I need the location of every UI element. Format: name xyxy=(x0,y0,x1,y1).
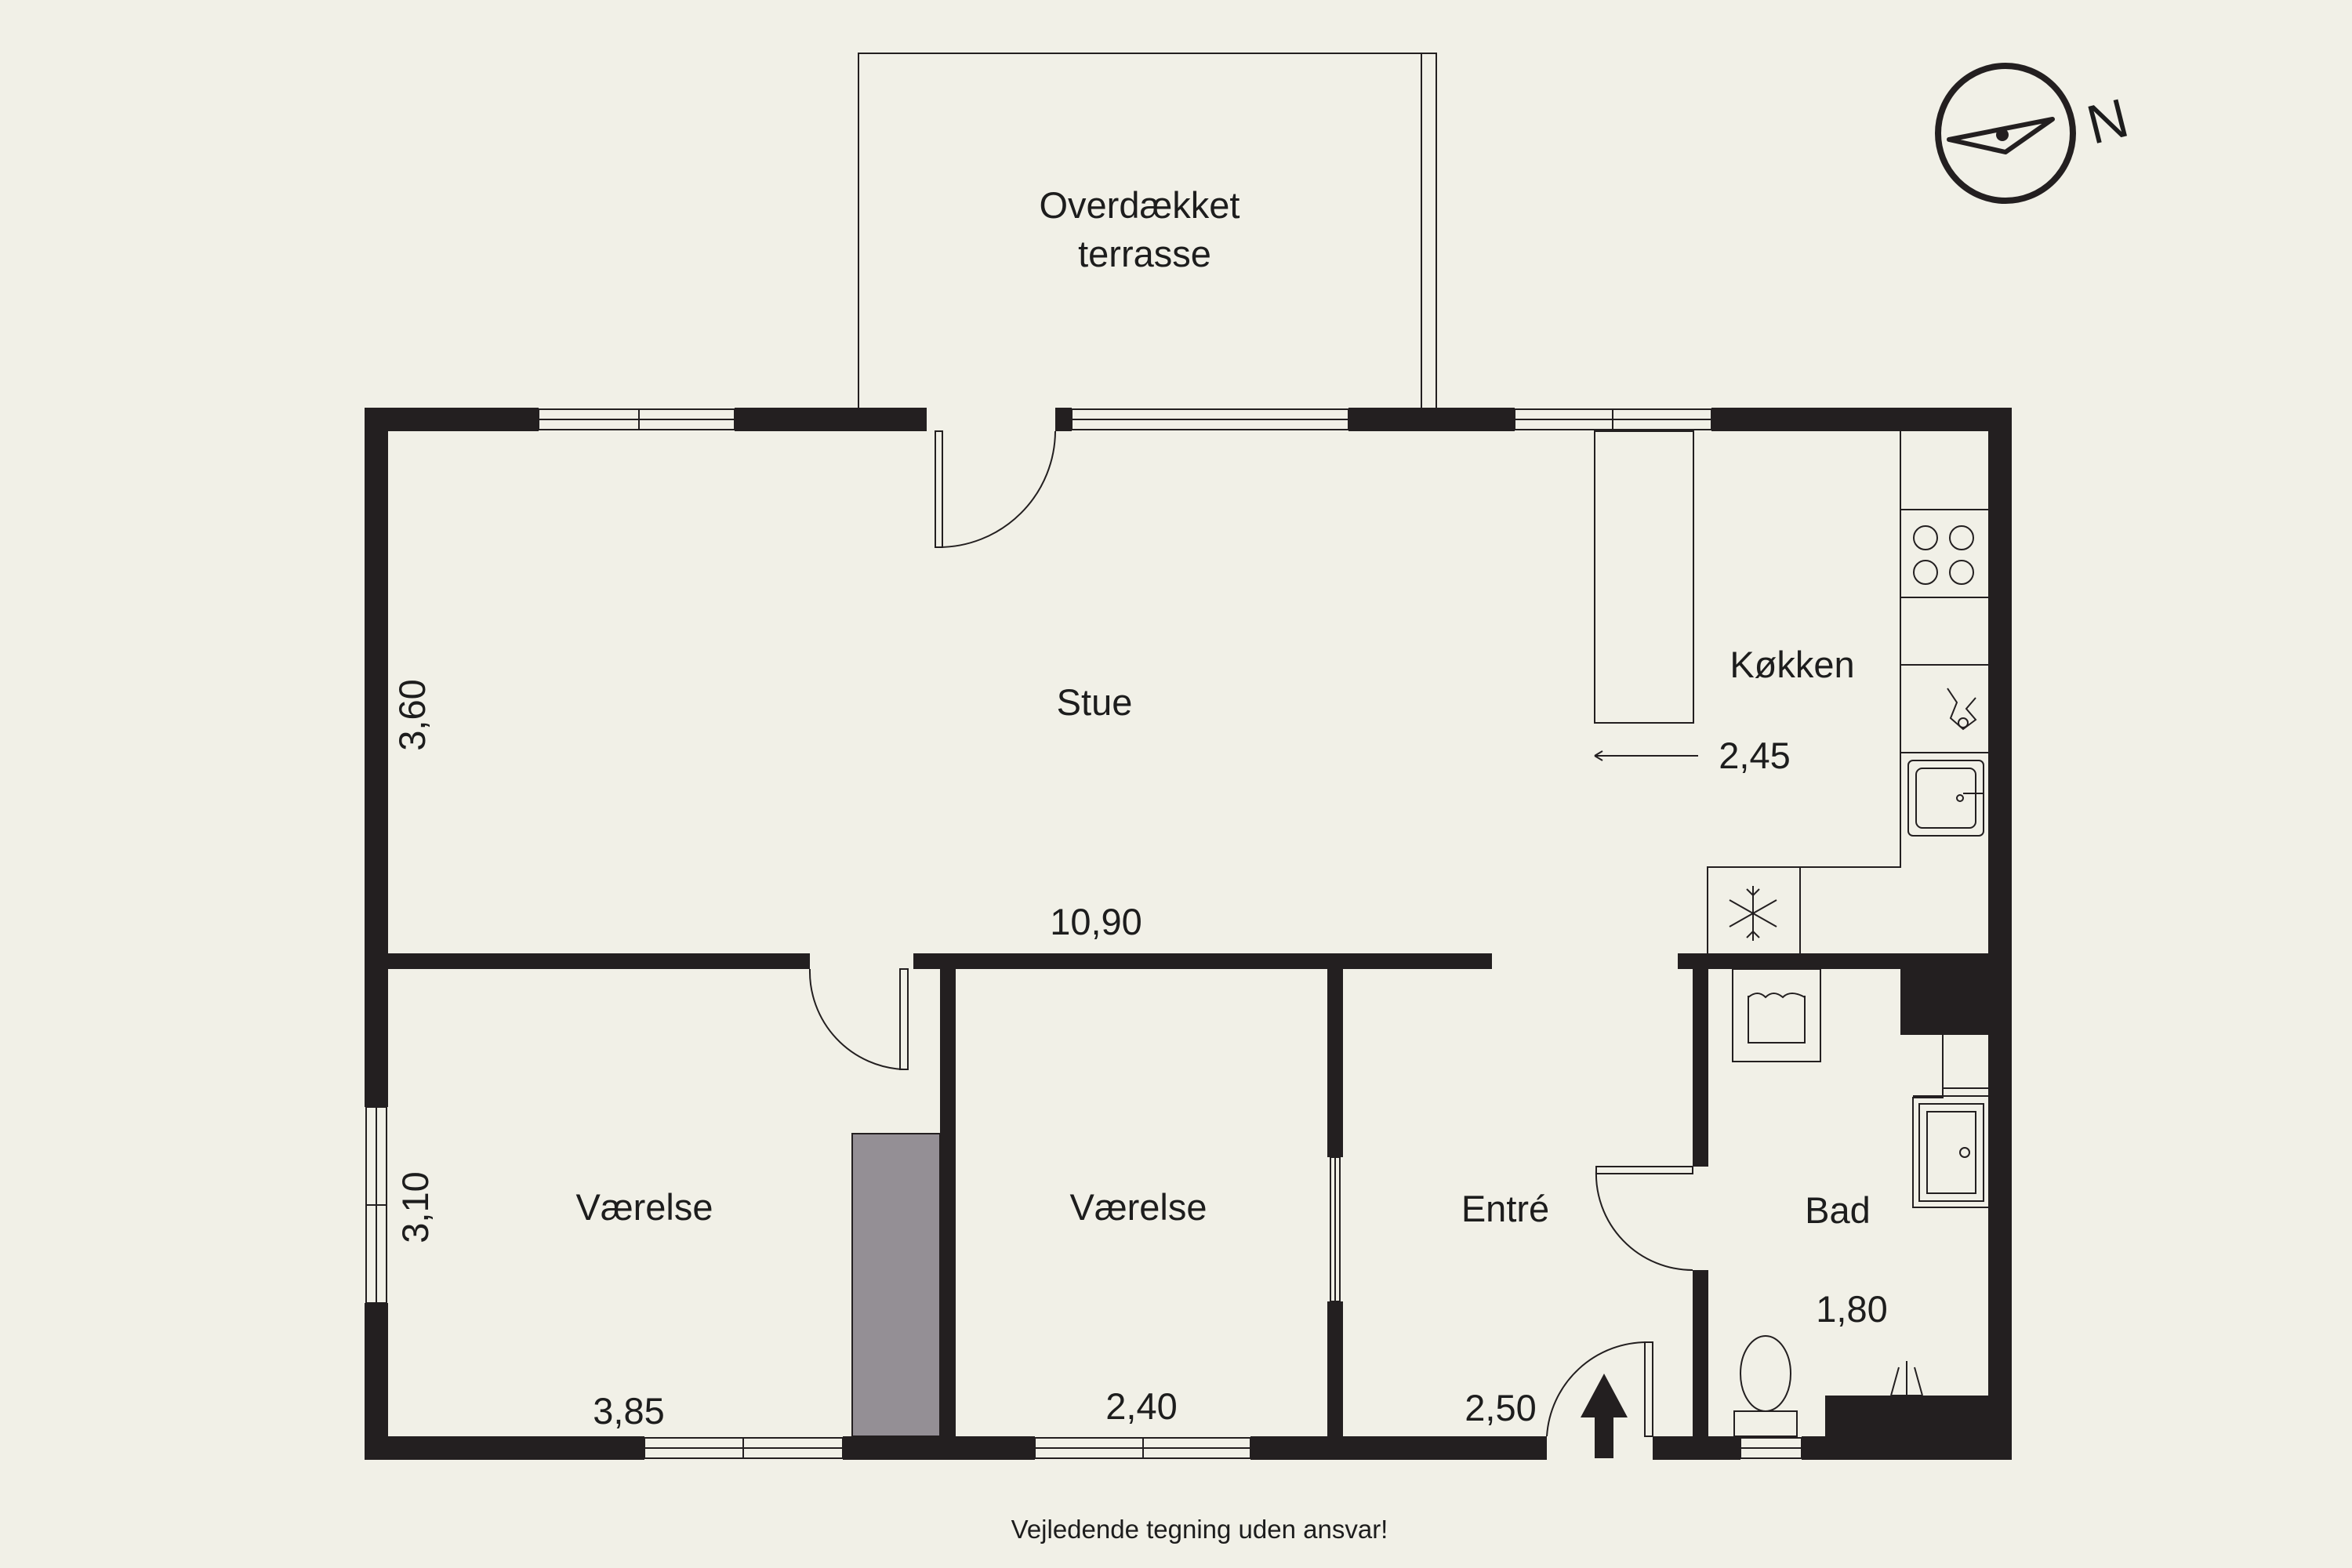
room-label-terrace: Overdækket terrasse xyxy=(1039,184,1250,274)
dim-bath-width: 1,80 xyxy=(1816,1288,1887,1330)
bath-sink-icon xyxy=(1912,1035,1988,1208)
stove-icon xyxy=(1913,525,1974,585)
dim-bedroom-2-width: 2,40 xyxy=(1105,1385,1177,1427)
compass-north-label: N xyxy=(2081,87,2134,156)
terrace xyxy=(858,53,1437,408)
entrance-arrow-icon xyxy=(1581,1374,1628,1458)
toilet-icon xyxy=(1733,1335,1798,1437)
dim-kitchen-width: 2,45 xyxy=(1719,735,1790,776)
room-label-bedroom-2: Værelse xyxy=(1069,1186,1207,1228)
closet xyxy=(851,1133,941,1437)
compass-icon xyxy=(1935,63,2076,204)
dimension-marker xyxy=(1594,750,1698,761)
washing-machine-icon xyxy=(1732,968,1821,1062)
kitchen-island xyxy=(1594,430,1694,724)
room-label-hallway: Entré xyxy=(1461,1188,1549,1229)
doors xyxy=(808,430,1693,1437)
windows xyxy=(365,408,1802,1459)
disclaimer-text: Vejledende tegning uden ansvar! xyxy=(1011,1515,1388,1544)
dim-living-depth: 3,60 xyxy=(391,679,433,750)
exterior-walls xyxy=(365,408,2012,1460)
interior-walls xyxy=(365,953,2012,1436)
room-label-bath: Bad xyxy=(1805,1189,1871,1231)
room-label-bedroom-1: Værelse xyxy=(575,1186,713,1228)
dim-living-width: 10,90 xyxy=(1050,901,1142,942)
dim-bedroom-1-depth: 3,10 xyxy=(394,1171,436,1243)
kitchen-counter xyxy=(1707,431,1988,953)
freezer-icon xyxy=(1729,886,1777,941)
dim-bedroom-1-width: 3,85 xyxy=(593,1390,664,1432)
room-label-living: Stue xyxy=(1057,681,1133,723)
dim-hallway-width: 2,50 xyxy=(1465,1387,1536,1428)
sink-icon xyxy=(1907,760,1984,837)
room-label-kitchen: Køkken xyxy=(1730,644,1854,685)
floor-drain-icon xyxy=(1890,1361,1923,1396)
dishwasher-icon xyxy=(1947,688,1977,731)
